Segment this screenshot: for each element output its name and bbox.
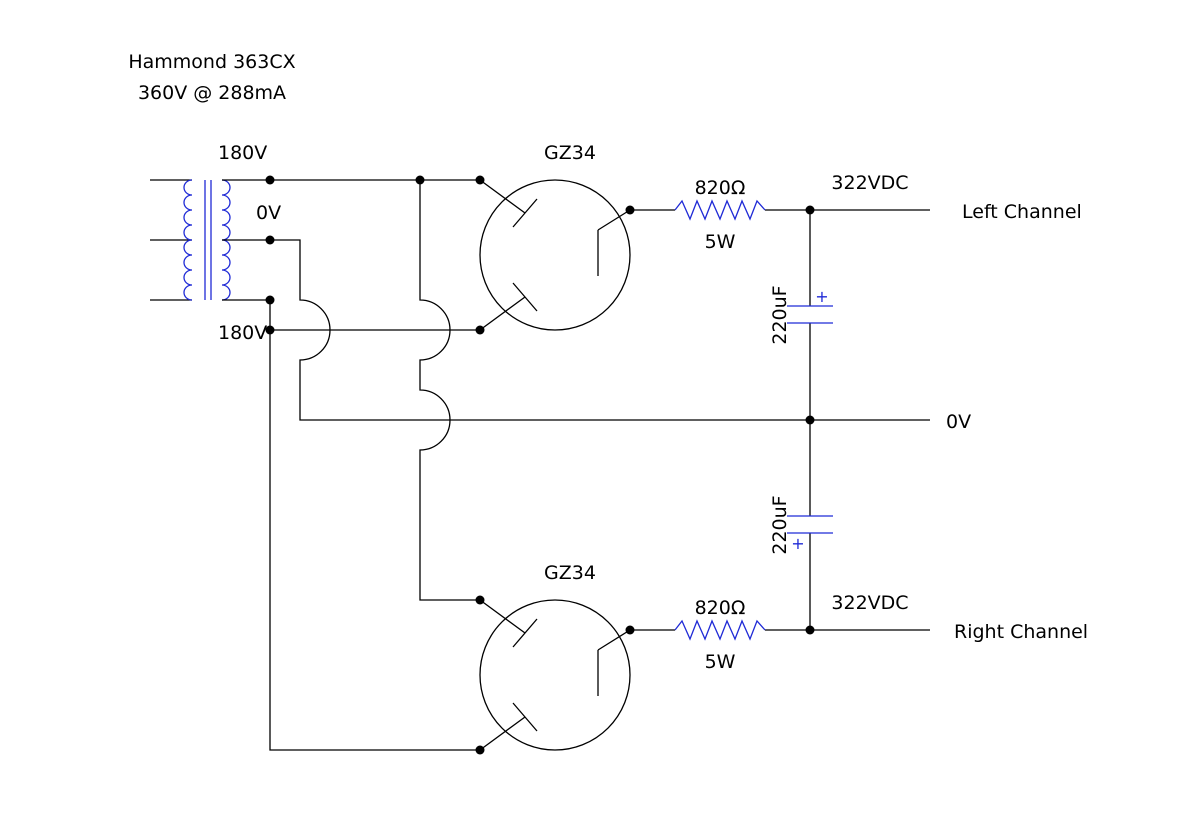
capacitor-top-polarity: + [815, 287, 828, 306]
capacitor-top-value: 220uF [769, 285, 791, 344]
junction-dot [475, 325, 485, 335]
tube-top-label: GZ34 [544, 142, 596, 164]
junction-dot [625, 625, 635, 635]
junction-dot [415, 175, 425, 185]
resistor-bottom [674, 619, 766, 641]
tap-bottom-label: 180V [218, 322, 267, 344]
transformer-rating: 360V @ 288mA [138, 82, 286, 104]
resistor-bottom-value: 820Ω [695, 597, 746, 619]
transformer-name: Hammond 363CX [128, 51, 295, 73]
transformer [150, 179, 270, 301]
rail-bottom-name: Right Channel [954, 621, 1088, 643]
junction-dot [475, 595, 485, 605]
resistor-top [674, 199, 766, 221]
capacitor-bottom-polarity: + [791, 534, 804, 553]
resistor-top-value: 820Ω [695, 177, 746, 199]
junction-dot [265, 175, 275, 185]
junction-dot [475, 745, 485, 755]
ground-label: 0V [946, 411, 971, 433]
junction-dots [265, 175, 815, 755]
junction-dot [625, 205, 635, 215]
junction-dot [805, 415, 815, 425]
junction-dot [265, 325, 275, 335]
capacitor-top [787, 305, 833, 324]
junction-dot [265, 235, 275, 245]
junction-dot [805, 625, 815, 635]
tap-top-label: 180V [218, 142, 267, 164]
tube-bottom-label: GZ34 [544, 562, 596, 584]
wiring [269, 179, 930, 751]
junction-dot [265, 295, 275, 305]
resistor-top-power: 5W [705, 231, 736, 253]
tap-center-label: 0V [256, 202, 281, 224]
rectifier-tube-top [479, 179, 631, 331]
rail-top-name: Left Channel [962, 201, 1082, 223]
capacitor-bottom [787, 515, 833, 534]
rectifier-tube-bottom [479, 599, 631, 751]
junction-dot [805, 205, 815, 215]
junction-dot [475, 175, 485, 185]
capacitor-bottom-value: 220uF [769, 495, 791, 554]
rail-top-voltage: 322VDC [831, 172, 908, 194]
rail-bottom-voltage: 322VDC [831, 592, 908, 614]
primary-coil [183, 179, 193, 301]
resistor-bottom-power: 5W [705, 651, 736, 673]
